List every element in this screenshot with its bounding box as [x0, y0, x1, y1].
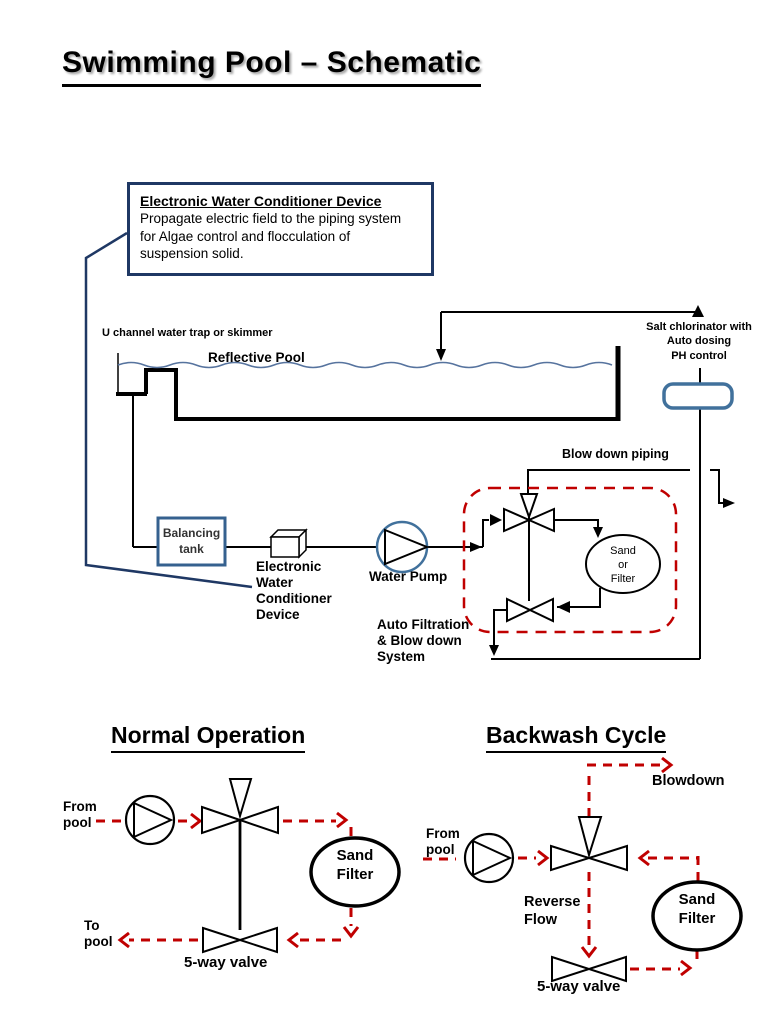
main-schematic	[84, 231, 735, 660]
arrow-right-icon	[336, 811, 349, 829]
ewcd-info-box: Electronic Water Conditioner Device Prop…	[127, 182, 434, 276]
three-way-valve-icon	[503, 493, 555, 533]
ewcd-label: Electronic Water Conditioner Device	[256, 559, 332, 622]
normal-sand-filter-label: Sand Filter	[336, 847, 374, 883]
normal-pump-icon	[124, 794, 176, 846]
backwash-sand-filter-label: Sand Filter	[678, 891, 716, 927]
arrow-right-icon	[470, 542, 482, 552]
arrow-right-icon	[190, 812, 203, 830]
shutoff-valve-icon	[506, 597, 554, 623]
normal-flow-dashes	[96, 819, 353, 942]
balancing-tank-box	[156, 516, 227, 567]
blowdown-outlet-pipe	[710, 469, 732, 504]
reflective-pool-label: Reflective Pool	[208, 350, 305, 365]
chlorinator-box	[662, 382, 734, 410]
arrow-right-icon	[490, 514, 502, 526]
ewcd-info-body: Propagate electric field to the piping s…	[140, 211, 402, 262]
normal-bottom-valve-icon	[202, 926, 278, 954]
backwash-flow-dashes	[423, 763, 700, 971]
backwash-blowdown-label: Blowdown	[652, 773, 725, 789]
arrow-down-icon	[436, 349, 446, 361]
backwash-sand-filter-shape	[651, 880, 743, 952]
sand-filter-shape	[585, 534, 661, 594]
sand-filter-label: Sand or Filter	[610, 545, 636, 585]
arrow-down-icon	[489, 645, 499, 656]
water-pump-label: Water Pump	[369, 569, 448, 584]
normal-operation-title: Normal Operation	[111, 722, 306, 753]
arrow-left-icon	[557, 601, 570, 613]
water-surface-wave	[117, 361, 613, 369]
flow-arrows	[436, 305, 735, 656]
backwash-cycle-title: Backwash Cycle	[486, 722, 667, 753]
normal-flow-arrowheads	[117, 811, 360, 949]
backwash-from-pool-label: From pool	[426, 826, 460, 858]
backwash-valve-label: 5-way valve	[537, 978, 621, 995]
normal-from-pool-label: From pool	[63, 799, 97, 831]
arrow-right-icon	[723, 498, 735, 508]
ewcd-info-title: Electronic Water Conditioner Device	[140, 193, 382, 209]
backwash-pump-icon	[463, 832, 515, 884]
page-title: Swimming Pool – Schematic	[62, 45, 482, 87]
backwash-flow-arrowheads	[537, 756, 693, 977]
ewcd-symbol	[269, 528, 308, 559]
balancing-tank-label: Balancing tank	[162, 525, 221, 556]
water-pump-icon	[375, 520, 430, 574]
blowdown-pipe	[527, 469, 690, 494]
u-channel-label: U channel water trap or skimmer	[102, 327, 273, 339]
auto-filtration-dashed-box	[462, 486, 678, 634]
backwash-cycle-diagram	[423, 756, 743, 983]
arrow-down-icon	[580, 946, 598, 959]
arrow-up-icon	[692, 305, 704, 317]
blowdown-piping-label: Blow down piping	[562, 447, 669, 461]
arrow-left-icon	[637, 849, 650, 867]
chlorinator-label: Salt chlorinator with Auto dosing PH con…	[646, 321, 752, 362]
auto-filtration-label: Auto Filtration & Blow down System	[377, 617, 470, 665]
arrow-left-icon	[286, 931, 299, 949]
arrow-left-icon	[117, 931, 130, 949]
normal-valve-label: 5-way valve	[184, 954, 268, 971]
backwash-five-way-valve-icon	[550, 816, 628, 872]
backwash-reverse-flow-label: Reverse Flow	[524, 894, 581, 929]
normal-five-way-valve-icon	[201, 778, 279, 835]
normal-to-pool-label: To pool	[84, 918, 113, 950]
callout-line	[84, 231, 253, 589]
arrow-down-icon	[593, 527, 603, 538]
backwash-bottom-valve-icon	[551, 955, 627, 983]
arrow-right-icon	[537, 849, 550, 867]
arrow-down-icon	[342, 926, 360, 939]
normal-operation-diagram	[96, 778, 401, 954]
normal-sand-filter-shape	[309, 836, 401, 908]
reflective-pool-structure	[116, 346, 621, 421]
arrow-right-icon	[680, 959, 693, 977]
arrow-right-icon	[661, 756, 674, 774]
